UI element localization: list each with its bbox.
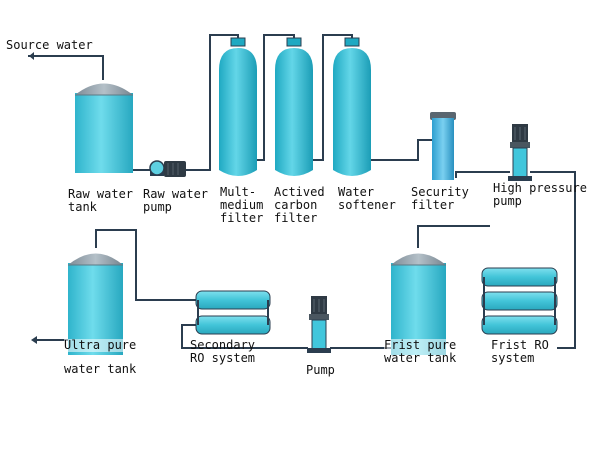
secondary-ro-system bbox=[195, 290, 271, 335]
raw-water-pump bbox=[149, 160, 186, 177]
multimedium-filter-label: Mult- medium filter bbox=[220, 185, 264, 225]
secondary-ro-system-label: Secondary RO system bbox=[190, 338, 256, 365]
pipe-softener-to-security bbox=[370, 139, 432, 161]
arrow-glyphs bbox=[29, 52, 37, 344]
pipe-pump-to-multimedium bbox=[185, 34, 239, 171]
pipe-secondary-ro-to-ultra-tank bbox=[95, 229, 196, 301]
raw-water-pump-label: Raw water pump bbox=[143, 187, 209, 214]
pipe-security-to-highpressure bbox=[455, 171, 510, 178]
frist-pure-water-tank-label: Frist pure water tank bbox=[384, 338, 457, 365]
high-pressure-pump bbox=[508, 124, 532, 181]
security-filter-label: Security filter bbox=[411, 185, 469, 212]
frist-ro-system-label: Frist RO system bbox=[491, 338, 549, 365]
frist-ro-system bbox=[481, 267, 558, 335]
source-water-label: Source water bbox=[6, 38, 93, 52]
pipe-multimedium-to-carbon bbox=[252, 34, 295, 161]
source-inlet-arrow-icon bbox=[29, 52, 34, 60]
pipework bbox=[28, 34, 576, 349]
security-filter bbox=[430, 112, 456, 180]
water-softener-label: Water softener bbox=[338, 185, 396, 212]
actived-carbon-filter-label: Actived carbon filter bbox=[274, 185, 325, 225]
water-softener-vessel bbox=[333, 37, 371, 176]
ultra-pure-tank-label-line2: water tank bbox=[64, 362, 137, 376]
activated-carbon-filter-vessel bbox=[275, 37, 313, 176]
raw-water-tank bbox=[75, 83, 133, 173]
raw-water-tank-label: Raw water tank bbox=[68, 187, 134, 214]
pipe-frist-ro-to-frist-tank bbox=[417, 225, 490, 248]
pump-label: Pump bbox=[306, 363, 335, 377]
ultra-pure-tank-label-line1: Ultra pure bbox=[64, 338, 137, 352]
high-pressure-pump-label: High pressure pump bbox=[493, 181, 587, 208]
pipe-highpressure-to-frist-ro bbox=[530, 171, 576, 349]
pipe-carbon-to-softener bbox=[312, 34, 353, 161]
source-water-inlet-pipe bbox=[28, 55, 104, 80]
outlet-arrow-icon bbox=[31, 336, 37, 344]
booster-pump bbox=[307, 296, 331, 353]
multimedium-filter-vessel bbox=[219, 37, 257, 176]
pipe-pump-to-secondary-ro bbox=[181, 324, 308, 349]
